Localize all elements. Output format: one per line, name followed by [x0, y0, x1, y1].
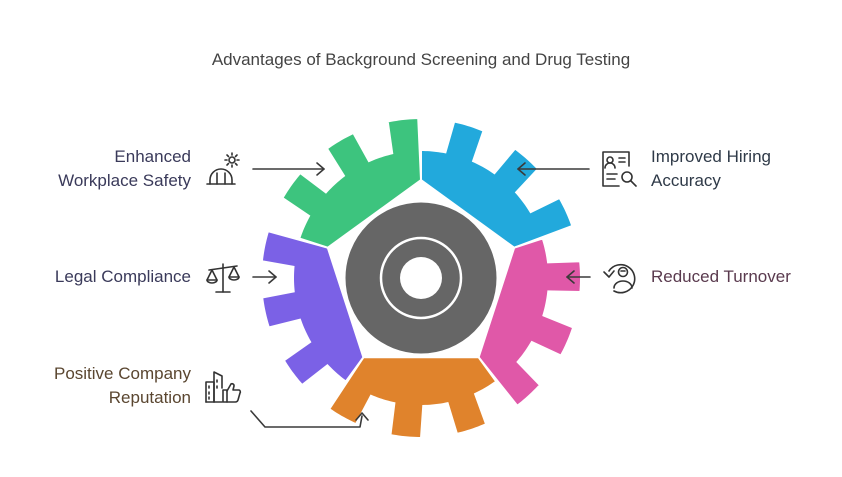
label-positive-reputation: Positive Company Reputation [53, 364, 191, 407]
segment-legal-compliance [260, 229, 365, 387]
scales-icon [203, 258, 243, 298]
label-legal-compliance: Legal Compliance [54, 267, 191, 286]
label-reduced-turnover: Reduced Turnover [651, 267, 791, 286]
hard-hat-gear-icon [202, 150, 242, 190]
segment-reduced-turnover [477, 237, 583, 408]
segment-positive-reputation [327, 356, 498, 440]
arrow-improved-hiring [517, 162, 590, 176]
diagram-title: Advantages of Background Screening and D… [211, 50, 631, 69]
person-return-icon [600, 257, 642, 299]
arrow-legal-compliance [252, 270, 277, 284]
arrow-enhanced-safety [252, 162, 325, 176]
arrow-positive-reputation [250, 410, 369, 428]
gear-inner-ring [379, 236, 463, 320]
label-improved-hiring: Improved Hiring Accuracy [651, 147, 771, 190]
arrow-reduced-turnover [566, 270, 591, 284]
profile-search-icon [599, 148, 641, 190]
segment-improved-hiring [420, 120, 574, 249]
segment-enhanced-safety [281, 116, 423, 249]
label-enhanced-safety: Enhanced Workplace Safety [58, 147, 191, 190]
buildings-thumbs-up-icon [202, 366, 244, 408]
gear-hole [400, 257, 442, 299]
